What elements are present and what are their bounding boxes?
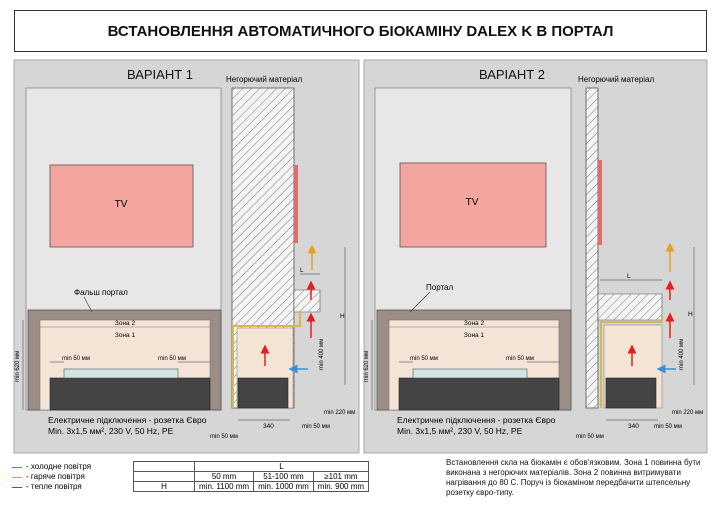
dim-min220: min 220 мм xyxy=(672,410,703,416)
table-cell: min. 1100 mm xyxy=(193,481,255,492)
cold-air-swatch xyxy=(12,466,22,468)
installation-note: Встановлення скла на біокамін є обов'язк… xyxy=(446,458,701,497)
dim-340: 340 xyxy=(263,423,274,430)
dim-L: L xyxy=(300,267,304,274)
zone2-label: Зона 2 xyxy=(115,320,136,327)
noncombustible-label: Негорючий матеріал xyxy=(578,75,654,84)
portal-label: Портал xyxy=(426,283,453,292)
fireplace-side xyxy=(605,377,657,409)
zone1-label: Зона 1 xyxy=(115,332,136,339)
dim-min620: min 620 мм xyxy=(364,351,370,382)
dim-min400: min 400 мм xyxy=(679,339,685,370)
dim-H: H xyxy=(688,311,693,318)
dim-min220: min 220 мм xyxy=(324,410,355,416)
tv-label: TV xyxy=(115,199,128,210)
table-cell: min. 1000 mm xyxy=(253,481,314,492)
hot-air-swatch xyxy=(12,476,22,478)
table-row: L xyxy=(133,461,370,472)
portal-top-section xyxy=(597,293,663,321)
legend-item-cold: - холодне повітря xyxy=(12,462,91,472)
variant2-panel: ВАРІАНТ 2 TV Зона 2 Зона 1 Портал min 50… xyxy=(363,59,708,454)
legend-item-hot: - гаряче повітря xyxy=(12,472,91,482)
electric-spec: Min. 3х1,5 мм², 230 V, 50 Hz, PE xyxy=(397,426,523,436)
niche-outline xyxy=(600,314,663,408)
fireplace-side xyxy=(237,377,289,409)
dim-min50-right: min 50 мм xyxy=(158,356,186,362)
table-row-label-H: H xyxy=(133,481,195,492)
variant-heading: ВАРІАНТ 2 xyxy=(479,67,545,82)
electric-label: Електричне підключення - розетка Євро xyxy=(48,415,207,425)
dim-min620: min 620 мм xyxy=(15,351,21,382)
legend-label: - тепле повітря xyxy=(26,482,82,491)
dim-min50-bottom: min 50 мм xyxy=(210,434,238,440)
portal-label: Фальш портал xyxy=(74,288,128,297)
fireplace-front xyxy=(49,377,211,411)
table-cell: min. 900 mm xyxy=(312,481,370,492)
air-legend: - холодне повітря - гаряче повітря - теп… xyxy=(12,462,91,492)
dim-H: H xyxy=(340,313,345,320)
niche-outline xyxy=(232,312,301,408)
variant1-panel: ВАРІАНТ 1 TV Зона 2 Зона 1 Фальш портал … xyxy=(13,59,360,454)
zone2-label: Зона 2 xyxy=(464,320,485,327)
table-row: H min. 1100 mm min. 1000 mm min. 900 mm xyxy=(133,481,370,492)
table-col: ≥101 mm xyxy=(312,471,370,482)
dim-min50-left: min 50 мм xyxy=(410,356,438,362)
zone1-label: Зона 1 xyxy=(464,332,485,339)
tv-side xyxy=(598,160,602,245)
dim-340: 340 xyxy=(628,423,639,430)
noncombustible-label: Негорючий матеріал xyxy=(226,75,302,84)
table-col: 51-100 mm xyxy=(253,471,314,482)
dim-L: L xyxy=(627,273,631,280)
tv-side xyxy=(294,165,298,243)
tv-screen xyxy=(399,162,547,248)
dim-min50-bottom: min 50 мм xyxy=(576,434,604,440)
table-col: 50 mm xyxy=(193,471,255,482)
tv-label: TV xyxy=(466,197,479,208)
page-title: ВСТАНОВЛЕННЯ АВТОМАТИЧНОГО БІОКАМІНУ DAL… xyxy=(14,10,707,52)
electric-label: Електричне підключення - розетка Євро xyxy=(397,415,556,425)
legend-label: - гаряче повітря xyxy=(26,472,85,481)
tv-screen xyxy=(49,164,194,248)
dim-min50-right: min 50 мм xyxy=(506,356,534,362)
fireplace-front xyxy=(398,377,560,411)
dim-min50-left: min 50 мм xyxy=(62,356,90,362)
electric-spec: Min. 3х1,5 мм², 230 V, 50 Hz, PE xyxy=(48,426,174,436)
legend-label: - холодне повітря xyxy=(26,462,92,471)
dim-min50-side: min 50 мм xyxy=(654,424,682,430)
variant-heading: ВАРІАНТ 1 xyxy=(127,67,193,82)
portal-top-section xyxy=(293,289,321,313)
fireplace-glass xyxy=(63,368,179,379)
table-row: 50 mm 51-100 mm ≥101 mm xyxy=(133,471,370,482)
fireplace-glass xyxy=(412,368,528,379)
warm-air-swatch xyxy=(12,486,22,488)
wall-section xyxy=(585,87,599,409)
table-header-L: L xyxy=(193,461,370,472)
dim-min400: min 400 мм xyxy=(319,339,325,370)
legend-item-warm: - тепле повітря xyxy=(12,482,91,492)
dim-min50-side: min 50 мм xyxy=(302,424,330,430)
dimension-table: L 50 mm 51-100 mm ≥101 mm H min. 1100 mm… xyxy=(133,461,370,492)
